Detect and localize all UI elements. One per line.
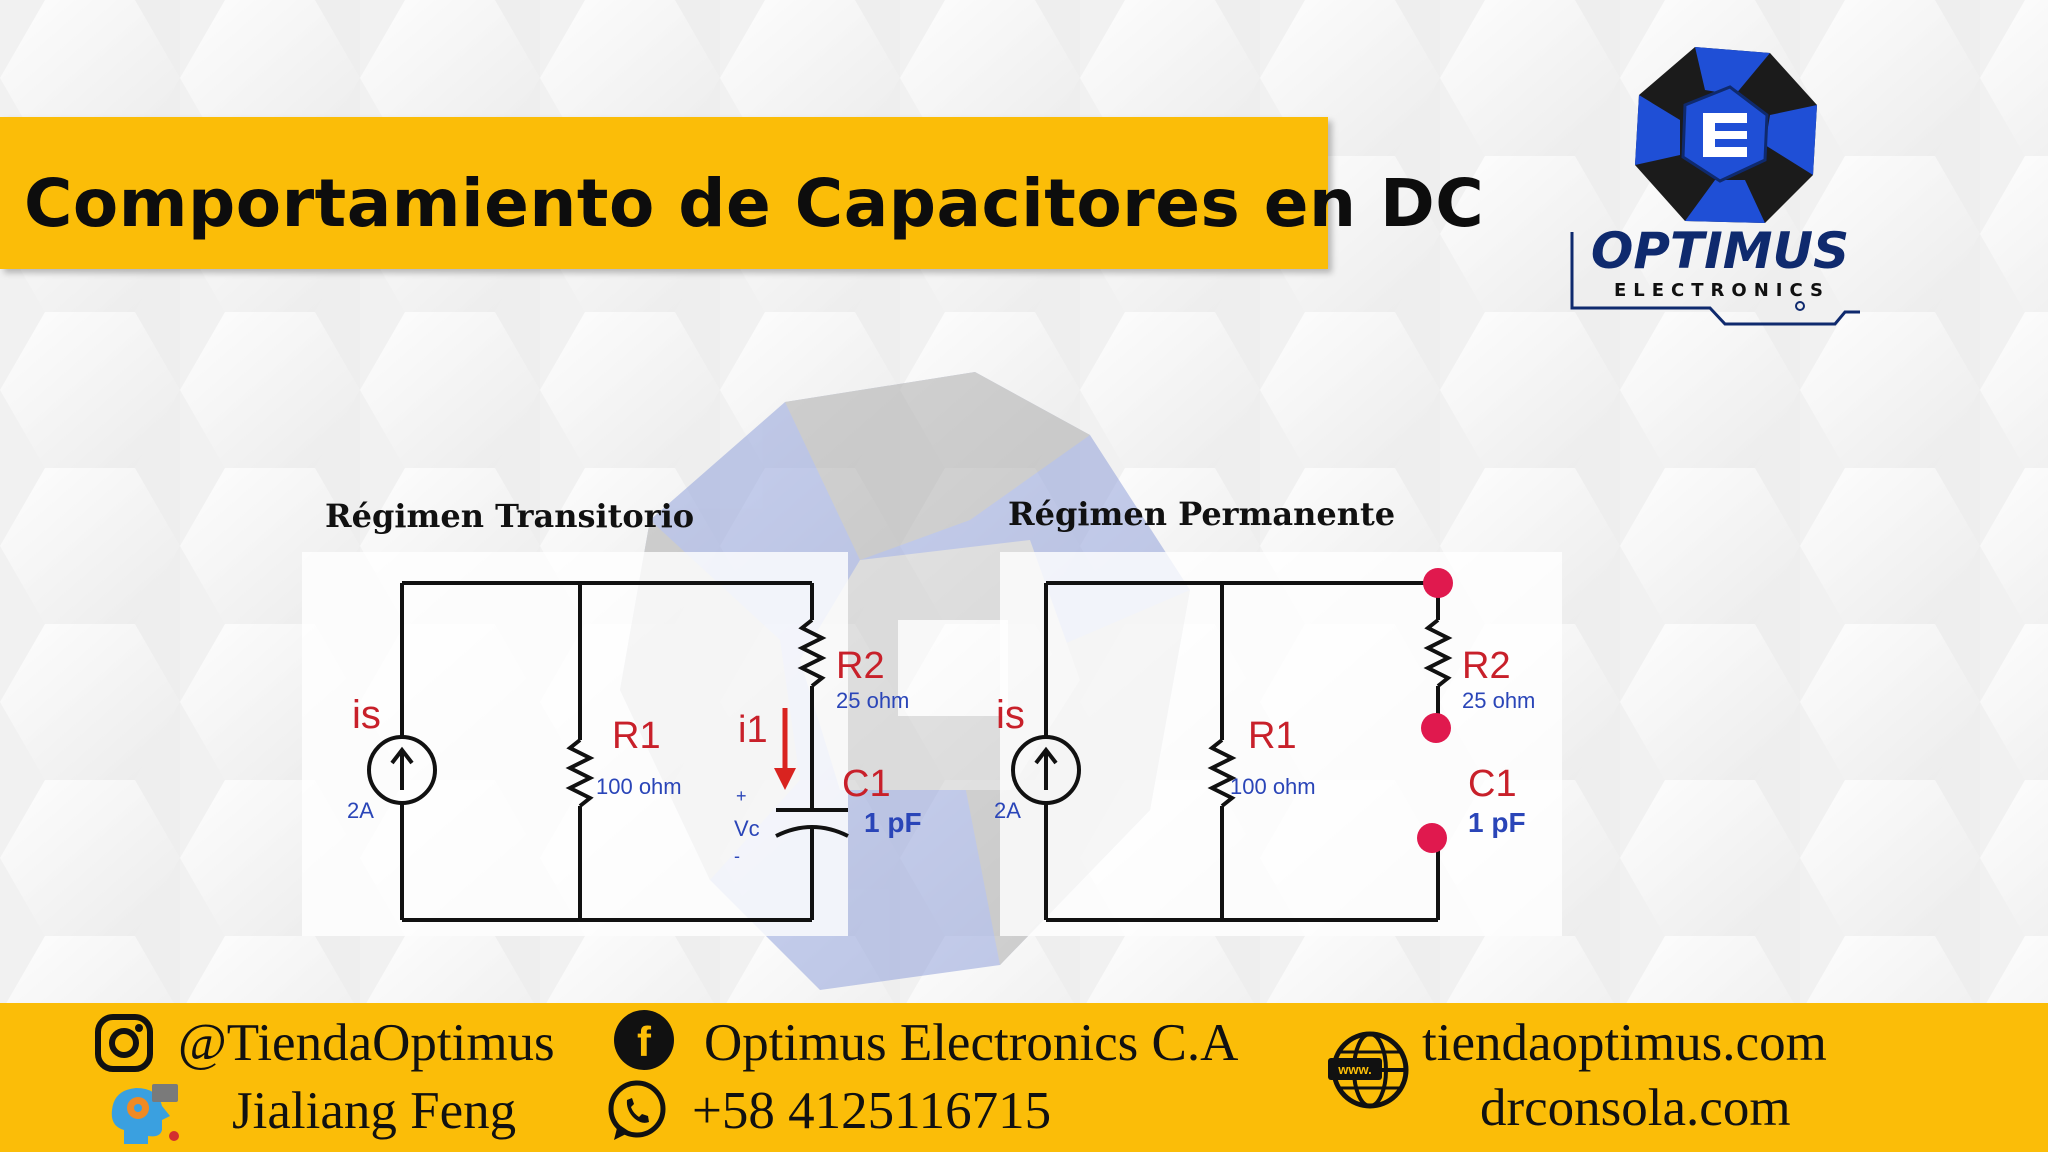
left-r1-resistor xyxy=(565,738,595,808)
left-c1-value: 1 pF xyxy=(864,807,922,838)
right-r2-value: 25 ohm xyxy=(1462,688,1535,713)
right-is-value: 2A xyxy=(994,798,1021,823)
right-node-top xyxy=(1423,568,1453,598)
right-r1-value: 100 ohm xyxy=(1230,774,1316,799)
page-title: Comportamiento de Capacitores en DC xyxy=(24,165,1485,242)
right-r1-label: R1 xyxy=(1248,715,1297,757)
left-vc-plus: + xyxy=(736,786,747,806)
right-r2-resistor xyxy=(1423,618,1453,688)
globe-icon[interactable]: www. xyxy=(1328,1028,1412,1112)
left-c1-label: C1 xyxy=(842,763,891,805)
website-primary[interactable]: tiendaoptimus.com xyxy=(1422,1014,1827,1072)
left-r2-resistor xyxy=(797,618,827,688)
right-is-label: is xyxy=(996,693,1025,737)
brain-gear-icon xyxy=(111,1084,179,1144)
facebook-page[interactable]: Optimus Electronics C.A xyxy=(704,1014,1239,1072)
left-c1-curved-plate xyxy=(775,825,849,838)
left-i1-label: i1 xyxy=(738,709,768,751)
website-secondary[interactable]: drconsola.com xyxy=(1480,1079,1791,1137)
right-c1-value: 1 pF xyxy=(1468,807,1526,838)
right-node-mid xyxy=(1421,713,1451,743)
left-current-source xyxy=(367,735,437,805)
left-is-value: 2A xyxy=(347,798,374,823)
title-banner xyxy=(0,117,1328,269)
right-current-source xyxy=(1011,735,1081,805)
instagram-handle[interactable]: @TiendaOptimus xyxy=(178,1014,555,1072)
left-r2-value: 25 ohm xyxy=(836,688,909,713)
right-c1-label: C1 xyxy=(1468,763,1517,805)
optimus-logo: OPTIMUS ELECTRONICS xyxy=(1570,47,1860,326)
person-name: Jialiang Feng xyxy=(232,1082,517,1140)
logo-aperture-icon xyxy=(1635,47,1817,223)
right-node-bottom xyxy=(1417,823,1447,853)
phone-number[interactable]: +58 4125116715 xyxy=(692,1082,1052,1140)
svg-text:f: f xyxy=(637,1018,652,1065)
left-r1-label: R1 xyxy=(612,715,661,757)
left-current-arrow xyxy=(774,708,796,790)
logo-wordmark: OPTIMUS xyxy=(1591,222,1849,280)
instagram-icon[interactable] xyxy=(92,1011,156,1075)
logo-tagline: ELECTRONICS xyxy=(1614,280,1830,301)
left-r1-value: 100 ohm xyxy=(596,774,682,799)
web-badge-text: www. xyxy=(1337,1062,1371,1077)
heading-permanente: Régimen Permanente xyxy=(1008,495,1395,533)
left-vc-label: Vc xyxy=(734,816,760,841)
left-is-label: is xyxy=(352,693,381,737)
left-r2-label: R2 xyxy=(836,645,885,687)
right-r2-label: R2 xyxy=(1462,645,1511,687)
circuit-transitorio xyxy=(367,581,849,922)
facebook-icon[interactable]: f xyxy=(612,1008,676,1072)
whatsapp-icon[interactable] xyxy=(604,1078,670,1144)
heading-transitorio: Régimen Transitorio xyxy=(325,497,694,535)
left-vc-minus: - xyxy=(734,846,740,866)
footer-bar xyxy=(0,1003,2048,1152)
right-r1-resistor xyxy=(1207,738,1237,808)
